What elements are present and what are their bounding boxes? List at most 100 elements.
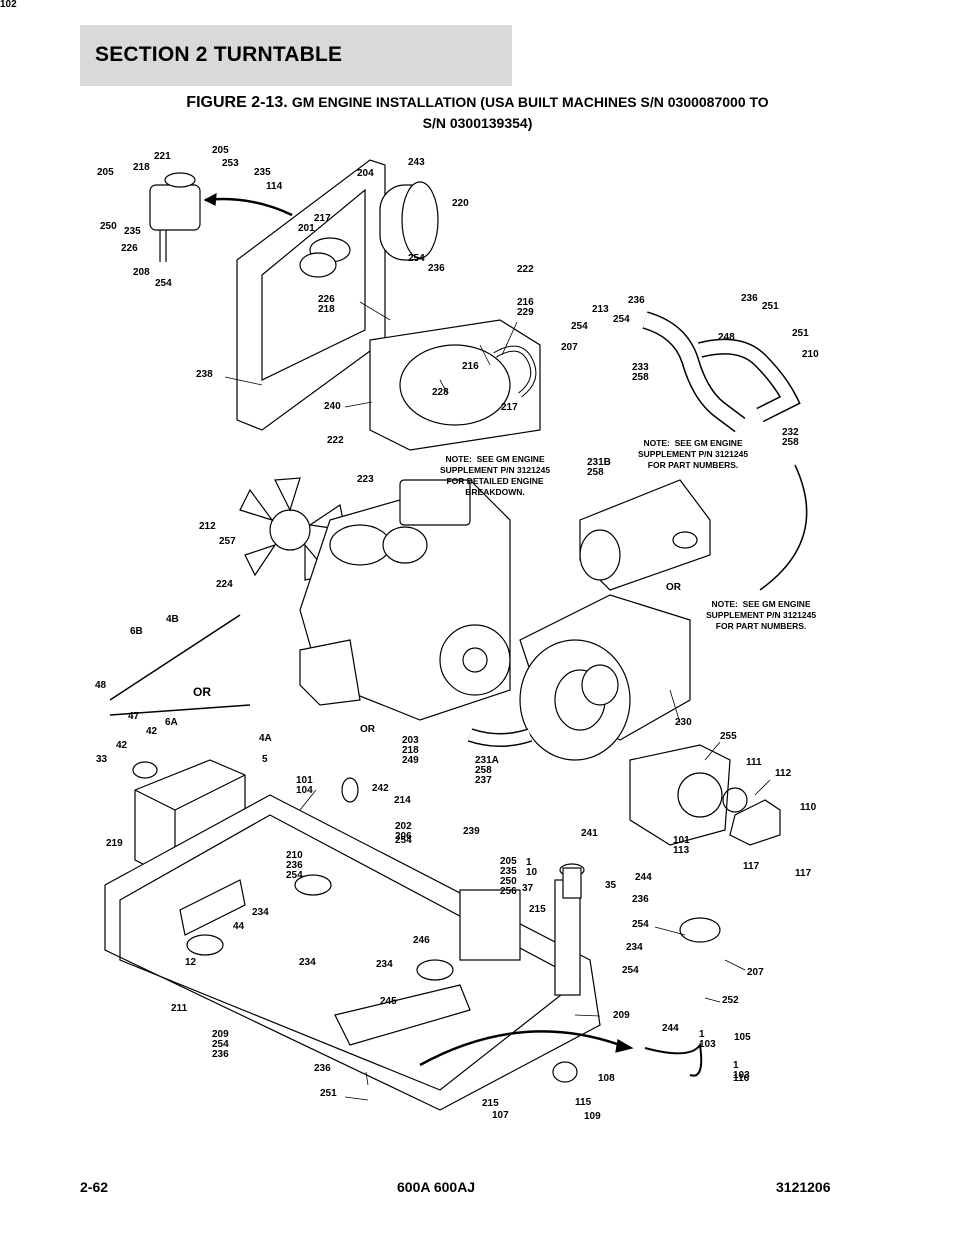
callout-label: 231A 258 (475, 755, 499, 776)
engine-assembly (299, 479, 511, 721)
callout-label: 251 (762, 301, 779, 312)
callout-label: 215 (482, 1098, 499, 1109)
figure-title: FIGURE 2-13. GM ENGINE INSTALLATION (USA… (80, 92, 875, 134)
callout-label: 205 235 250 256 (500, 856, 517, 897)
callout-label: 209 (613, 1010, 630, 1021)
callout-label: 116 (733, 1073, 750, 1084)
callout-label: 255 (720, 731, 737, 742)
callout-label: 208 (133, 267, 150, 278)
callout-label: 235 (254, 167, 271, 178)
callout-label: 212 (199, 521, 216, 532)
or-label-bracket: OR (193, 685, 211, 699)
callout-label: 233 258 (632, 362, 649, 383)
callout-label: 6B (130, 626, 143, 637)
callout-label: 218 (133, 162, 150, 173)
callout-label: 216 (462, 361, 479, 372)
callout-label: 37 (522, 883, 534, 894)
callout-label: 254 (571, 321, 588, 332)
callout-label: 217 (501, 402, 518, 413)
exhaust-pipes (642, 311, 808, 591)
callout-label: 222 (327, 435, 344, 446)
callout-label: 215 (529, 904, 546, 915)
callout-label: 33 (96, 754, 108, 765)
callout-label: 236 (314, 1063, 331, 1074)
callout-label: 114 (266, 181, 283, 192)
callout-label: 231B 258 (587, 457, 611, 478)
muffler-upper (579, 479, 711, 591)
callout-label: 219 (106, 838, 123, 849)
page-number: 2-62 (80, 1179, 109, 1195)
callout-label: 109 (584, 1111, 601, 1122)
callout-label: 4B (166, 614, 179, 625)
callout-label: 250 (100, 221, 117, 232)
callout-label: 1 103 (699, 1029, 716, 1050)
callout-label: 35 (605, 880, 617, 891)
callout-label: 203 218 249 (402, 735, 419, 766)
callout-label: 214 (394, 795, 411, 806)
callout-label: OR (360, 724, 375, 735)
callout-label: 213 (592, 304, 609, 315)
callout-label: 234 (252, 907, 269, 918)
callout-label: 251 (320, 1088, 337, 1099)
callout-label: 5 (262, 754, 268, 765)
callout-label: 205 (97, 167, 114, 178)
battery-cable (644, 1042, 703, 1077)
callout-label: 244 (662, 1023, 679, 1034)
callout-label: 202 206 (395, 821, 412, 842)
callout-label: 12 (185, 957, 197, 968)
callout-label: 226 (121, 243, 138, 254)
callout-label: 102 (0, 0, 17, 10)
figure-caption: GM ENGINE INSTALLATION (USA BUILT MACHIN… (291, 94, 769, 110)
callout-label: 246 (413, 935, 430, 946)
callout-label: 257 (219, 536, 236, 547)
callout-label: 44 (233, 921, 245, 932)
callout-label: 224 (216, 579, 233, 590)
figure-caption-line2: S/N 0300139354) (422, 115, 533, 131)
callout-label: 254 (613, 314, 630, 325)
model-number: 600A 600AJ (397, 1179, 476, 1195)
callout-label: 254 (408, 253, 425, 264)
callout-label: 207 (561, 342, 578, 353)
callout-label: 236 (428, 263, 445, 274)
callout-label: 220 (452, 198, 469, 209)
callout-label: 235 (124, 226, 141, 237)
callout-label: 253 (222, 158, 239, 169)
callout-label: 234 (376, 959, 393, 970)
muffler-lower-and-bellhousing (467, 594, 691, 761)
callout-label: 242 (372, 783, 389, 794)
callout-label: 107 (492, 1110, 509, 1121)
callout-label: 209 254 236 (212, 1029, 229, 1060)
callout-label: 115 (575, 1097, 592, 1108)
callout-label: 210 236 254 (286, 850, 303, 881)
callout-label: 234 (299, 957, 316, 968)
callout-label: 210 (802, 349, 819, 360)
callout-label: 230 (675, 717, 692, 728)
hydraulic-pump (629, 744, 781, 846)
callout-label: 111 (746, 757, 762, 768)
callout-label: 244 (635, 872, 652, 883)
callout-label: 221 (154, 151, 171, 162)
callout-label: 47 (128, 711, 140, 722)
callout-label: 105 (734, 1032, 751, 1043)
callout-label: 207 (747, 967, 764, 978)
callout-label: 112 (775, 768, 792, 779)
callout-label: 117 (795, 868, 812, 879)
or-label-muffler: OR (666, 582, 681, 593)
callout-label: 108 (598, 1073, 615, 1084)
callout-label: 238 (196, 369, 213, 380)
callout-label: 226 218 (318, 294, 335, 315)
callout-label: 241 (581, 828, 598, 839)
callout-label: 205 (212, 145, 229, 156)
muffler-note-upper: NOTE: SEE GM ENGINE SUPPLEMENT P/N 31212… (638, 438, 749, 470)
callout-label: 243 (408, 157, 425, 168)
callout-label: 48 (95, 680, 107, 691)
callout-label: 236 (632, 894, 649, 905)
callout-label: 252 (722, 995, 739, 1006)
callout-label: 204 (357, 168, 374, 179)
callout-label: 211 (171, 1003, 188, 1014)
callout-label: 4A (259, 733, 272, 744)
callout-label: 228 (432, 387, 449, 398)
callout-label: 201 (298, 223, 315, 234)
air-cleaner-assembly (149, 172, 293, 262)
callout-label: 234 (626, 942, 643, 953)
